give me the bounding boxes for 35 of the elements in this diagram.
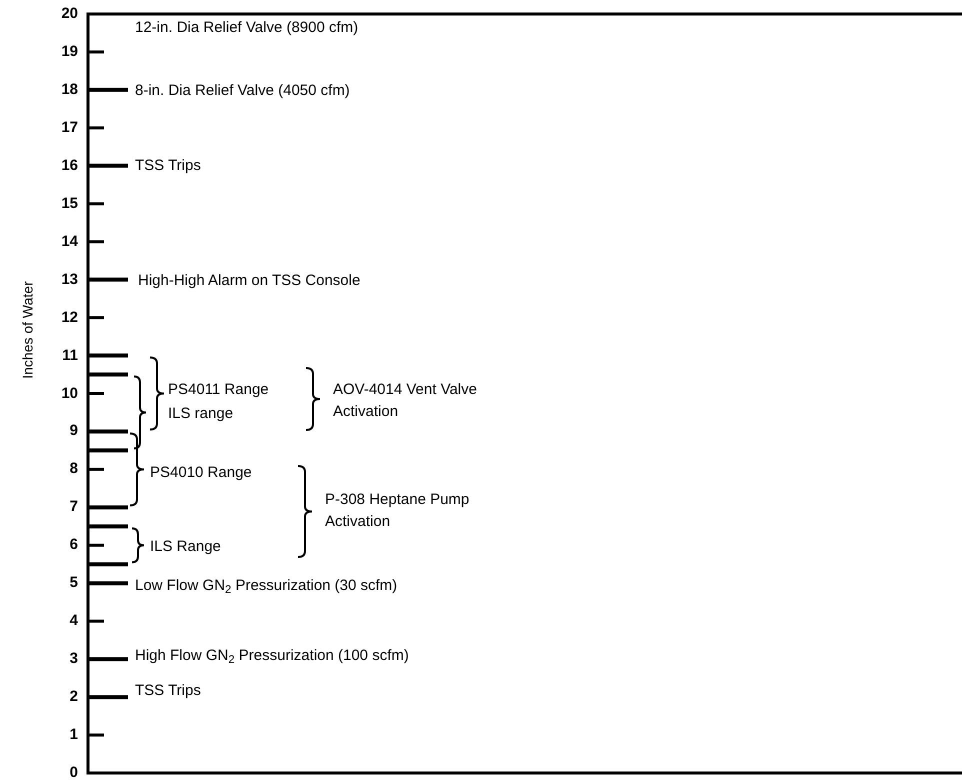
annotation-text: ILS range: [168, 404, 234, 424]
annotation-text: Low Flow GN$_{2}$ Pressurization (30 scfm): [135, 576, 398, 597]
annotation-text: P-308 Heptane Pump Activation: [325, 490, 470, 532]
tick-label: 20: [60, 5, 78, 23]
tick-label: 1: [68, 726, 78, 744]
annotation-text: High-High Alarm on TSS Console: [138, 271, 360, 291]
tick-label: 14: [60, 232, 78, 251]
annotation-text: TSS Trips: [135, 156, 201, 176]
tick-label: 18: [60, 80, 78, 99]
tick-label: 8: [68, 460, 78, 478]
tick-label: 15: [60, 194, 78, 213]
tick-label: 3: [68, 650, 78, 668]
annotation-text: PS4010 Range: [150, 463, 252, 483]
tick-label: 4: [68, 612, 78, 630]
tick-label: 11: [61, 346, 78, 365]
tick-label: 6: [68, 536, 78, 554]
annotation-text: ILS Range: [150, 537, 221, 557]
annotation-text: 8-in. Dia Relief Valve (4050 cfm): [135, 81, 350, 101]
tick-label: 16: [60, 156, 78, 175]
tick-label: 17: [60, 118, 78, 137]
tick-label: 2: [68, 688, 78, 706]
tick-label: 13: [60, 270, 78, 289]
annotation-text: PS4011 Range: [168, 380, 269, 400]
annotation-text: 12-in. Dia Relief Valve (8900 cfm): [135, 18, 358, 38]
tick-label: 12: [60, 308, 78, 327]
tick-label: 0: [68, 764, 78, 782]
tick-label: 9: [68, 422, 78, 440]
tick-label: 10: [60, 384, 78, 402]
axis-title: Inches of Water: [18, 281, 36, 379]
annotation-text: TSS Trips: [135, 681, 201, 701]
annotation-text: AOV-4014 Vent Valve Activation: [333, 380, 478, 422]
tick-label: 5: [68, 574, 78, 592]
tick-label: 19: [60, 42, 78, 61]
tick-label: 7: [68, 498, 78, 516]
annotation-text: High Flow GN$_{2}$ Pressurization (100 scfm): [135, 646, 409, 667]
